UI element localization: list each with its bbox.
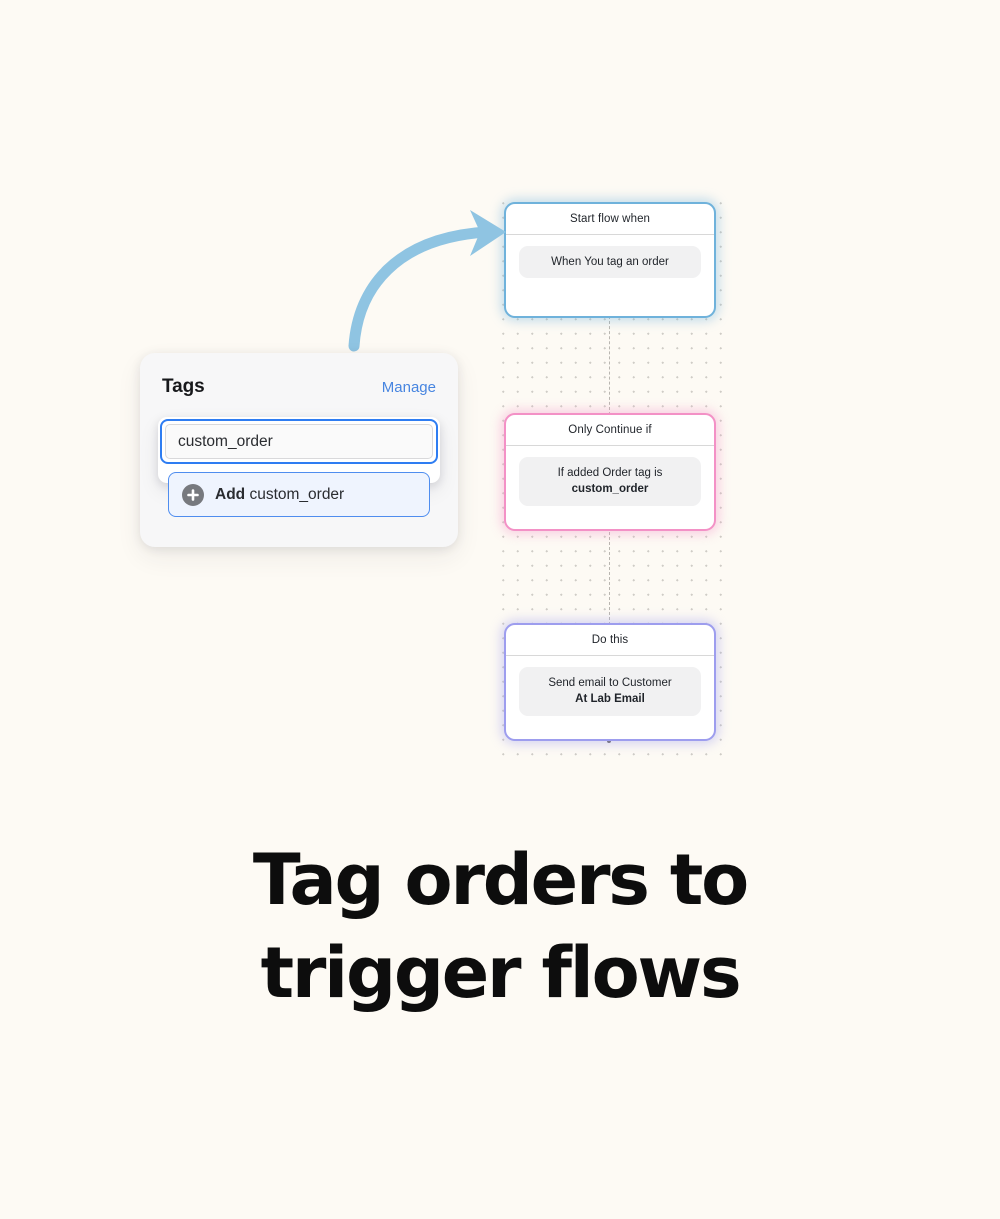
flow-card-trigger-header: Start flow when [506, 204, 714, 235]
flow-card-condition-pill[interactable]: If added Order tag is custom_order [519, 457, 701, 506]
flow-card-action-body: Send email to Customer At Lab Email [506, 656, 714, 739]
flow-card-action-header: Do this [506, 625, 714, 656]
flow-card-condition-body: If added Order tag is custom_order [506, 446, 714, 529]
flow-card-trigger[interactable]: Start flow when When You tag an order [504, 202, 716, 318]
tags-panel-title: Tags [162, 376, 205, 397]
plus-circle-icon [182, 483, 204, 506]
flow-card-action-pill-text: Send email to Customer [548, 677, 672, 689]
flow-card-action-pill[interactable]: Send email to Customer At Lab Email [519, 667, 701, 716]
tag-input-wrapper[interactable] [160, 419, 438, 464]
flow-card-trigger-body: When You tag an order [506, 235, 714, 316]
flow-card-trigger-pill[interactable]: When You tag an order [519, 246, 701, 279]
flow-card-trigger-pill-text: When You tag an order [551, 256, 669, 268]
tag-name-input[interactable] [165, 424, 433, 459]
flow-card-condition-pill-text: If added Order tag is [557, 467, 663, 479]
page-title-line-2: trigger flows [260, 932, 742, 1015]
page-title: Tag orders to trigger flows [0, 834, 1000, 1020]
add-tag-action-word: Add [215, 485, 246, 503]
tags-panel-header: Tags Manage [162, 376, 436, 398]
add-tag-label: Add custom_order [215, 486, 344, 504]
add-tag-value-word: custom_order [249, 485, 345, 503]
page-title-line-1: Tag orders to [252, 839, 749, 921]
flow-card-condition[interactable]: Only Continue if If added Order tag is c… [504, 413, 716, 531]
flow-connector-trigger-to-condition [609, 316, 610, 415]
flow-card-condition-pill-value: custom_order [571, 483, 649, 496]
flow-card-condition-header: Only Continue if [506, 415, 714, 446]
manage-tags-link[interactable]: Manage [381, 379, 436, 396]
flow-connector-condition-to-action [609, 527, 610, 625]
flow-card-action[interactable]: Do this Send email to Customer At Lab Em… [504, 623, 716, 741]
flow-card-action-pill-value: At Lab Email [575, 693, 645, 706]
connector-dot [607, 739, 611, 743]
add-tag-button[interactable]: Add custom_order [168, 472, 430, 517]
